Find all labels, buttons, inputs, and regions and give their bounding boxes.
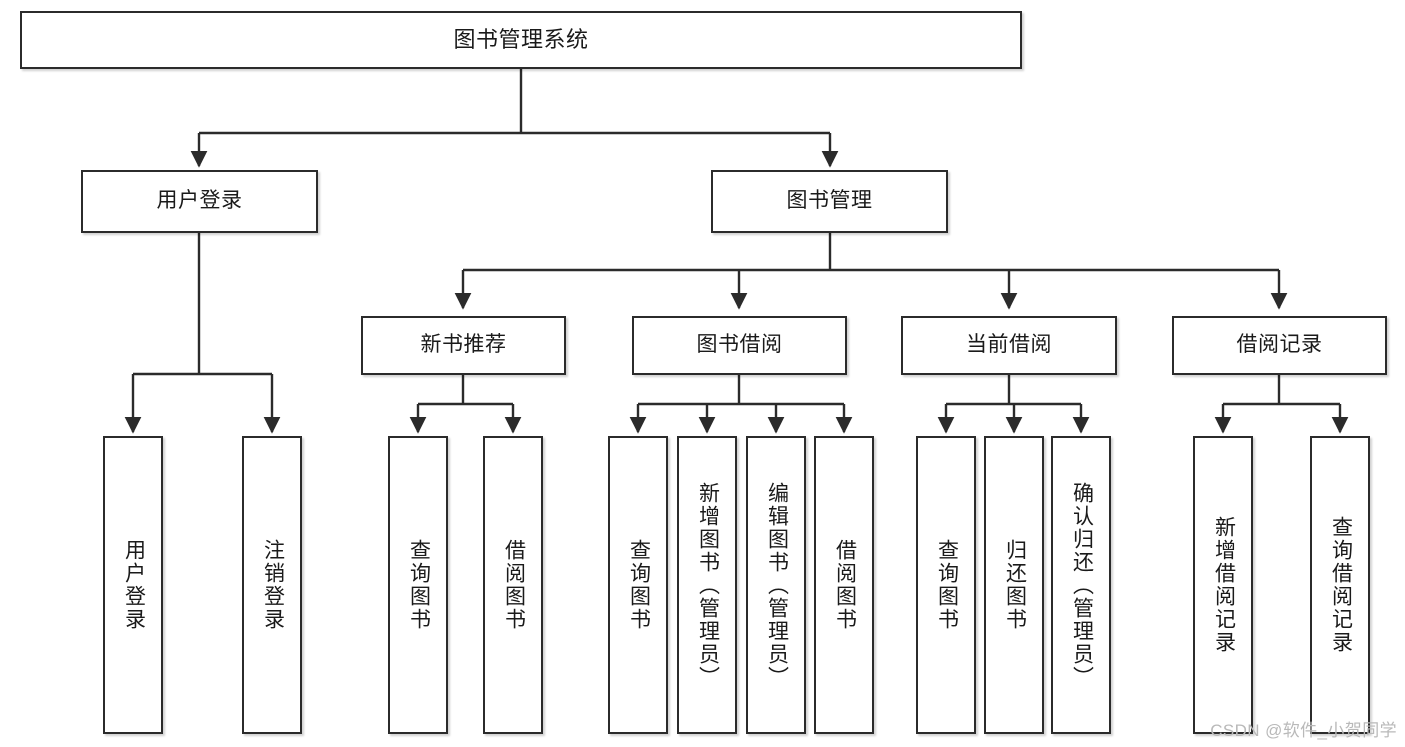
node-leaf-book-borrow-0[interactable]: 查询图书 [608,436,668,734]
node-leaf-book-borrow-3-label: 借阅图书 [833,539,857,631]
node-leaf-book-borrow-2[interactable]: 编辑图书（管理员） [746,436,806,734]
node-leaf-borrow-record-1-label: 查询借阅记录 [1329,516,1353,654]
node-leaf-new-book-0[interactable]: 查询图书 [388,436,448,734]
node-leaf-current-borrow-1[interactable]: 归还图书 [984,436,1044,734]
node-borrow-record-label: 借阅记录 [1236,333,1323,357]
node-current-borrow-label: 当前借阅 [966,333,1052,357]
node-leaf-book-borrow-2-label: 编辑图书（管理员） [765,481,789,689]
node-root[interactable]: 图书管理系统 [20,11,1022,69]
node-leaf-user-login-1[interactable]: 注销登录 [242,436,302,734]
node-leaf-new-book-0-label: 查询图书 [407,539,431,631]
node-book-manage-label: 图书管理 [786,189,873,213]
node-user-login[interactable]: 用户登录 [81,170,318,233]
node-leaf-user-login-0[interactable]: 用户登录 [103,436,163,734]
node-leaf-current-borrow-2-label: 确认归还（管理员） [1070,481,1094,689]
watermark: CSDN @软件_小贺同学 [1210,721,1397,740]
node-book-borrow-label: 图书借阅 [696,333,783,357]
node-leaf-borrow-record-0[interactable]: 新增借阅记录 [1193,436,1253,734]
node-leaf-current-borrow-0-label: 查询图书 [935,539,959,631]
node-current-borrow[interactable]: 当前借阅 [901,316,1117,375]
node-leaf-book-borrow-0-label: 查询图书 [627,539,651,631]
node-book-manage[interactable]: 图书管理 [711,170,948,233]
node-new-book-recommend[interactable]: 新书推荐 [361,316,566,375]
node-borrow-record[interactable]: 借阅记录 [1172,316,1387,375]
node-book-borrow[interactable]: 图书借阅 [632,316,847,375]
node-leaf-current-borrow-2[interactable]: 确认归还（管理员） [1051,436,1111,734]
node-new-book-recommend-label: 新书推荐 [420,333,507,357]
node-leaf-book-borrow-1-label: 新增图书（管理员） [696,481,720,689]
node-leaf-borrow-record-1[interactable]: 查询借阅记录 [1310,436,1370,734]
node-leaf-current-borrow-0[interactable]: 查询图书 [916,436,976,734]
node-leaf-new-book-1-label: 借阅图书 [502,539,526,631]
node-leaf-new-book-1[interactable]: 借阅图书 [483,436,543,734]
node-leaf-user-login-1-label: 注销登录 [261,539,285,631]
node-user-login-label: 用户登录 [156,189,243,213]
node-leaf-book-borrow-1[interactable]: 新增图书（管理员） [677,436,737,734]
node-leaf-current-borrow-1-label: 归还图书 [1003,539,1027,631]
node-leaf-user-login-0-label: 用户登录 [122,539,146,631]
node-root-label: 图书管理系统 [453,27,589,53]
node-leaf-book-borrow-3[interactable]: 借阅图书 [814,436,874,734]
node-leaf-borrow-record-0-label: 新增借阅记录 [1212,516,1236,654]
